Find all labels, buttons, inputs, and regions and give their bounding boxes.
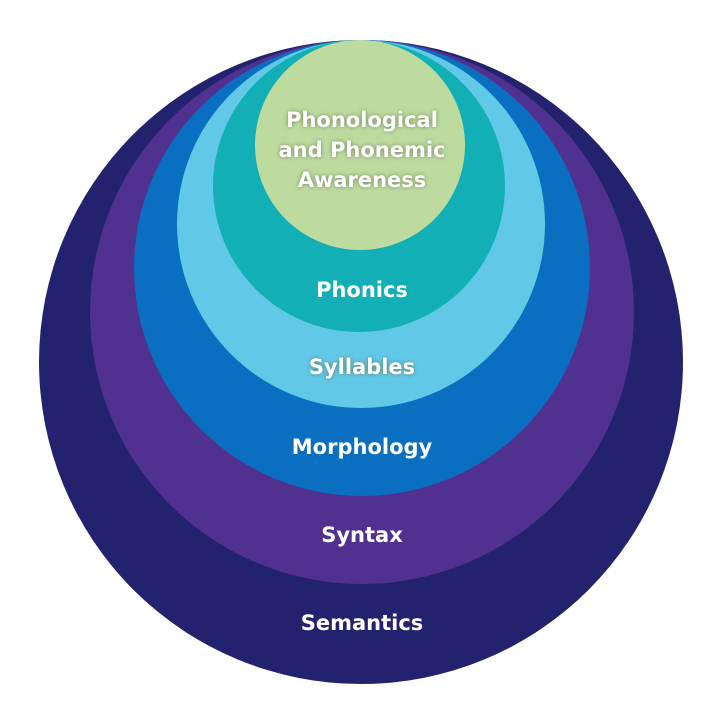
phonics-label: Phonics [316, 278, 408, 302]
phonological-label-line-3: Awareness [298, 168, 427, 192]
phonological-awareness-circle [255, 40, 465, 250]
morphology-label: Morphology [292, 435, 433, 459]
phonological-label-line-1: Phonological [286, 108, 438, 132]
syllables-label: Syllables [309, 355, 415, 379]
syntax-label: Syntax [321, 523, 403, 547]
phonological-label-line-2: and Phonemic [279, 138, 446, 162]
semantics-label: Semantics [301, 611, 424, 635]
